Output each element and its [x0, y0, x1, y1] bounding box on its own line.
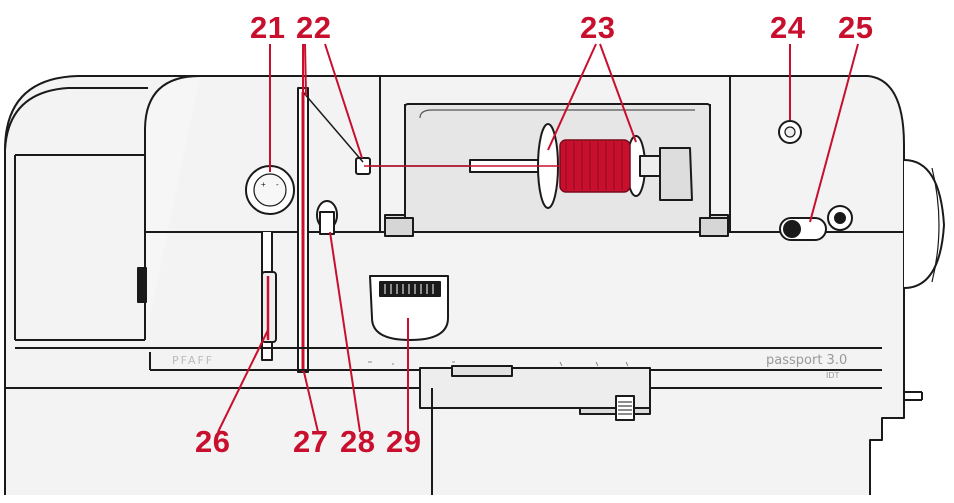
callout-25: 25: [838, 10, 874, 45]
spool-recess: [379, 76, 731, 232]
callout-26: 26: [195, 424, 231, 459]
stitch-knob-inner: [253, 173, 287, 207]
brand-left-label: PFAFF: [172, 354, 214, 367]
leader-lines: [217, 43, 859, 433]
callout-23: 23: [580, 10, 616, 45]
callout-28: 28: [340, 424, 376, 459]
model-sub-label: IDT: [826, 371, 840, 380]
handwheel: [903, 159, 945, 289]
thread-spool: [559, 139, 631, 193]
stitch-length-dial: [379, 281, 441, 297]
left-end-cap: [4, 87, 148, 151]
callout-21: 21: [250, 10, 286, 45]
presser-foot-lever: [615, 395, 635, 421]
svg-text:+: +: [261, 180, 266, 189]
top-cover: [144, 75, 201, 340]
callout-27: 27: [293, 424, 329, 459]
callout-29: 29: [386, 424, 422, 459]
callout-22: 22: [296, 10, 332, 45]
callout-24: 24: [770, 10, 806, 45]
svg-text:-: -: [276, 180, 279, 189]
model-name-label: passport 3.0: [766, 353, 847, 368]
